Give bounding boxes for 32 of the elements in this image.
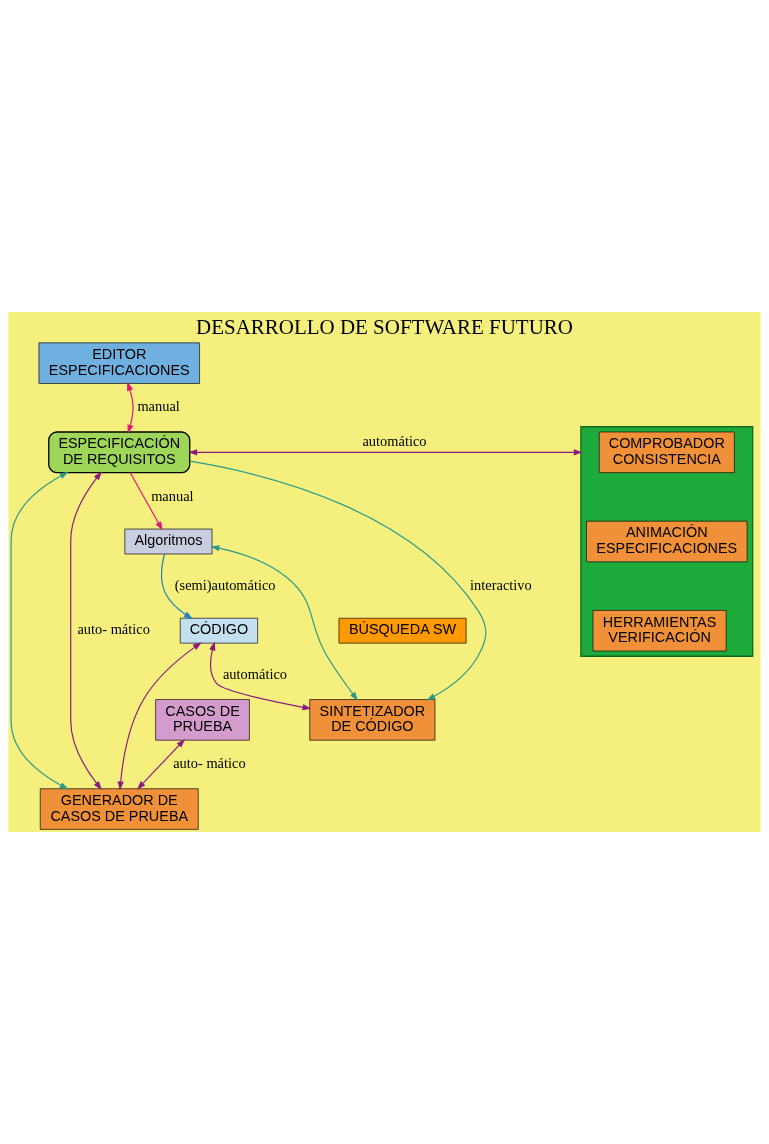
arrow	[129, 472, 163, 531]
edge-label: (semi)automático	[174, 576, 276, 593]
node-box: HERRAMIENTAS VERIFICACIÓN	[592, 610, 727, 652]
edge-label: auto- mático	[77, 621, 150, 638]
arrow	[210, 545, 358, 701]
node-box: CASOS DE PRUEBA	[155, 699, 250, 741]
arrow	[209, 641, 312, 711]
node-box: COMPROBADOR CONSISTENCIA	[598, 431, 735, 473]
edge-label: interactivo	[470, 576, 532, 593]
edge-label: auto- mático	[173, 755, 246, 772]
node-box: Algoritmos	[124, 528, 213, 555]
arrow	[70, 471, 102, 791]
edge-label: manual	[137, 398, 180, 415]
edge-label: manual	[151, 487, 194, 504]
node-box: GENERADOR DE CASOS DE PRUEBA	[39, 788, 199, 830]
arrow	[161, 553, 193, 620]
node-box: ESPECIFICACIÓN DE REQUISITOS	[48, 431, 191, 474]
node-box: ANIMACIÓN ESPECIFICACIONES	[586, 520, 748, 563]
arrow	[189, 460, 487, 701]
arrow	[188, 449, 583, 456]
edge-label: automático	[362, 433, 427, 450]
diagram-title: DESARROLLO DE SOFTWARE FUTURO	[196, 315, 573, 340]
node-box: EDITOR ESPECIFICACIONES	[38, 342, 200, 384]
arrow	[117, 642, 202, 791]
edge-label: automático	[222, 665, 287, 682]
arrow	[127, 381, 134, 434]
arrow	[10, 471, 69, 790]
cluster	[580, 426, 754, 657]
node-box: BÚSQUEDA SW	[338, 617, 467, 644]
node-box: CÓDIGO	[179, 617, 258, 644]
arrow	[136, 738, 186, 790]
node-box: SINTETIZADOR DE CÓDIGO	[309, 699, 436, 741]
